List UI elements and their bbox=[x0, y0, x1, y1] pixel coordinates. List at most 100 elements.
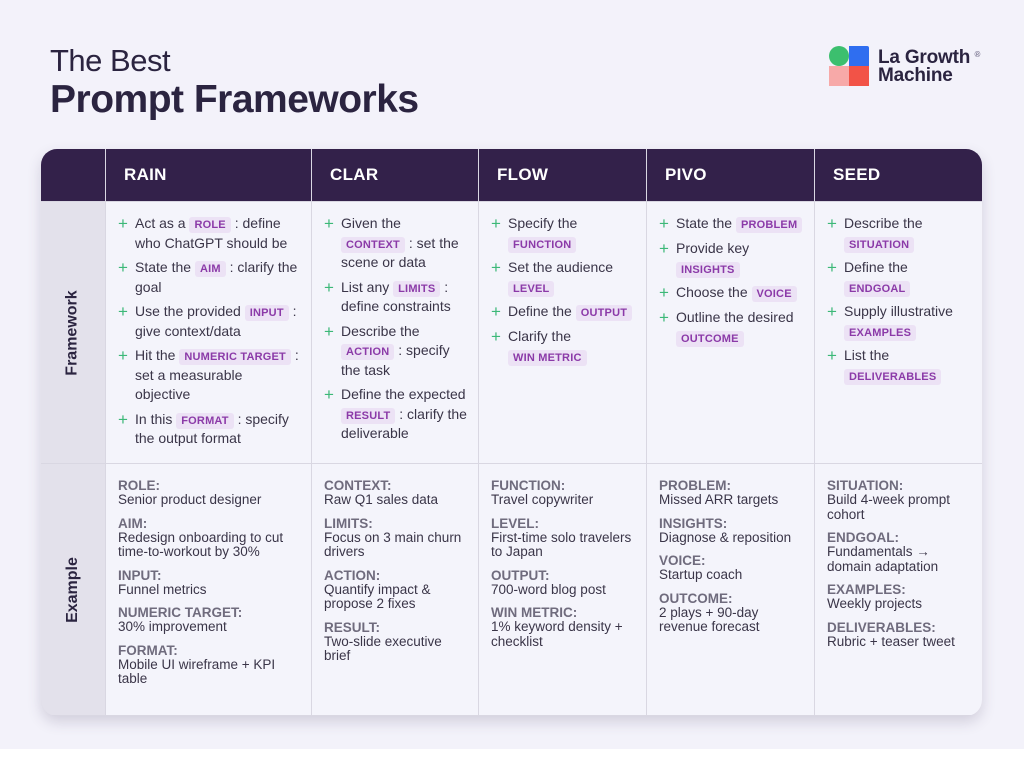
framework-item-text: List any LIMITS : define constraints bbox=[341, 278, 451, 315]
example-item: AIM:Redesign onboarding to cut time-to-w… bbox=[118, 516, 301, 560]
example-item: LIMITS:Focus on 3 main churn drivers bbox=[324, 516, 468, 560]
plus-icon: + bbox=[324, 214, 334, 233]
example-value: Rubric + teaser tweet bbox=[827, 633, 955, 649]
example-value: Fundamentals → domain adaptation bbox=[827, 544, 939, 574]
column-header-rain: RAIN bbox=[106, 149, 311, 201]
framework-item: +Use the provided INPUT : give context/d… bbox=[118, 302, 301, 341]
framework-item-text: List the DELIVERABLES bbox=[844, 346, 973, 385]
page-title: The Best Prompt Frameworks bbox=[50, 44, 419, 122]
plus-icon: + bbox=[118, 258, 128, 277]
example-item: EXAMPLES:Weekly projects bbox=[827, 582, 973, 612]
framework-item-text: Define the OUTPUT bbox=[508, 302, 633, 322]
keyword-pill: SITUATION bbox=[844, 236, 915, 253]
plus-icon: + bbox=[324, 321, 334, 341]
plus-icon: + bbox=[118, 302, 128, 321]
keyword-pill: RESULT bbox=[341, 407, 396, 424]
framework-item-text: Describe the ACTION : specify the task bbox=[341, 322, 450, 378]
framework-item-text: Act as a ROLE : define who ChatGPT shoul… bbox=[135, 215, 288, 251]
example-key: INSIGHTS: bbox=[659, 515, 728, 531]
keyword-pill: LIMITS bbox=[393, 280, 441, 297]
plus-icon: + bbox=[659, 283, 669, 302]
row-label-example: Example bbox=[41, 464, 105, 715]
keyword-pill: OUTPUT bbox=[575, 305, 633, 321]
example-value: First-time solo travelers to Japan bbox=[491, 529, 632, 559]
example-value: Travel copywriter bbox=[491, 492, 594, 507]
example-value: Redesign onboarding to cut time-to-worko… bbox=[118, 529, 284, 559]
framework-item: +Outline the desired OUTCOME bbox=[659, 308, 804, 347]
framework-item: + Act as a ROLE : define who ChatGPT shou… bbox=[118, 214, 301, 253]
keyword-pill: DELIVERABLES bbox=[844, 368, 942, 385]
column-header-pivo: PIVO bbox=[647, 149, 814, 201]
framework-item-text: Hit the NUMERIC TARGET : set a measurabl… bbox=[135, 347, 299, 402]
framework-item-text: Set the audience LEVEL bbox=[508, 259, 614, 297]
keyword-pill: ROLE bbox=[189, 217, 231, 233]
plus-icon: + bbox=[827, 214, 837, 233]
framework-item: +Provide key INSIGHTS bbox=[659, 239, 804, 278]
plus-icon: + bbox=[827, 258, 837, 277]
bottom-strip bbox=[0, 749, 1024, 765]
framework-item: + Clarify the WIN METRIC bbox=[491, 327, 636, 366]
keyword-pill: INPUT bbox=[244, 305, 289, 321]
example-key: AIM: bbox=[118, 515, 148, 531]
plus-icon: + bbox=[491, 302, 501, 321]
keyword-pill: AIM bbox=[194, 261, 226, 277]
registered-mark: ® bbox=[974, 49, 981, 59]
framework-item: + Choose the VOICE bbox=[659, 283, 804, 303]
example-item: LEVEL:First-time solo travelers to Japan bbox=[491, 516, 636, 560]
example-key: LIMITS: bbox=[324, 515, 373, 531]
example-key: ACTION: bbox=[324, 567, 381, 583]
example-value: Funnel metrics bbox=[118, 581, 207, 597]
keyword-pill: CONTEXT bbox=[341, 236, 405, 253]
plus-icon: + bbox=[491, 327, 501, 346]
framework-item: + List any LIMITS : define constraints bbox=[324, 278, 468, 317]
framework-item: +State the AIM : clarify the goal bbox=[118, 258, 301, 297]
row-label-framework: Framework bbox=[41, 202, 105, 463]
example-item: FORMAT:Mobile UI wireframe + KPI table bbox=[118, 643, 301, 687]
example-key: OUTPUT: bbox=[491, 567, 550, 583]
example-key: CONTEXT: bbox=[324, 478, 392, 493]
framework-item: + Describe the ACTION : specify the task bbox=[324, 322, 468, 381]
title-line-2: Prompt Frameworks bbox=[50, 78, 419, 121]
framework-item-text: Choose the VOICE bbox=[676, 283, 797, 303]
example-item: INPUT:Funnel metrics bbox=[118, 568, 301, 598]
framework-item: +Specify the FUNCTION bbox=[491, 214, 636, 253]
keyword-pill: PROBLEM bbox=[735, 217, 803, 233]
plus-icon: + bbox=[118, 409, 128, 429]
plus-icon: + bbox=[324, 277, 334, 297]
example-item: PROBLEM:Missed ARR targets bbox=[659, 478, 804, 508]
keyword-pill: WIN METRIC bbox=[508, 349, 587, 366]
keyword-pill: VOICE bbox=[751, 286, 797, 302]
framework-item-text: Clarify the WIN METRIC bbox=[508, 327, 636, 366]
example-value: Weekly projects bbox=[827, 596, 923, 611]
example-value: Quantify impact & propose 2 fixes bbox=[324, 581, 431, 611]
example-item: DELIVERABLES:Rubric + teaser tweet bbox=[827, 620, 973, 650]
logo-wordmark: La Growth Machine ® bbox=[878, 48, 980, 86]
logo-line-2: Machine bbox=[878, 64, 953, 86]
example-key: DELIVERABLES: bbox=[827, 619, 936, 635]
framework-cell-rain: + Act as a ROLE : define who ChatGPT shou… bbox=[106, 202, 311, 463]
framework-item-text: Specify the FUNCTION bbox=[508, 215, 578, 253]
frameworks-table: RAIN CLAR FLOW PIVO SEED Framework +Act … bbox=[41, 149, 982, 716]
framework-item-text: Define the expected RESULT : clarify the… bbox=[341, 386, 467, 441]
framework-item-text: State the PROBLEM bbox=[676, 214, 803, 234]
plus-icon: + bbox=[659, 308, 669, 327]
column-header-clar: CLAR bbox=[312, 149, 478, 201]
example-value: Two-slide executive brief bbox=[324, 633, 442, 663]
keyword-pill: ACTION bbox=[341, 344, 395, 360]
plus-icon: + bbox=[659, 214, 669, 233]
logo-mark-icon bbox=[829, 46, 870, 87]
example-key: ENDGOAL: bbox=[827, 530, 899, 545]
framework-item: +Define the ENDGOAL bbox=[827, 258, 973, 297]
example-item: WIN METRIC:1% keyword density + checklis… bbox=[491, 605, 636, 649]
example-value: Focus on 3 main churn drivers bbox=[324, 529, 462, 559]
title-line-1: The Best bbox=[50, 43, 171, 78]
keyword-pill: NUMERIC TARGET bbox=[179, 349, 291, 365]
plus-icon: + bbox=[827, 346, 837, 365]
plus-icon: + bbox=[827, 302, 837, 321]
example-value: Startup coach bbox=[659, 567, 743, 582]
plus-icon: + bbox=[118, 214, 128, 233]
